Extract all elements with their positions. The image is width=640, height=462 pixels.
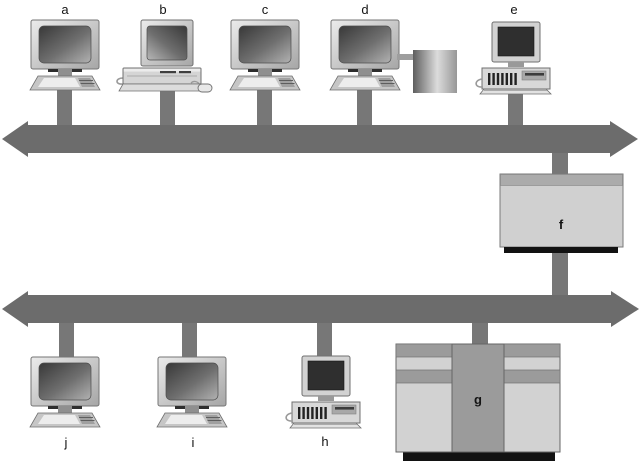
node-label-b: b	[159, 2, 166, 17]
personal-computer-e-icon	[475, 21, 552, 95]
workstation-a-icon	[29, 19, 101, 91]
drop-line-f-top	[552, 150, 568, 176]
mainframe-right-band-1	[503, 343, 561, 358]
disk-drive-icon	[413, 50, 457, 93]
mainframe-left-band-2	[395, 369, 453, 384]
drop-line-f-bottom	[552, 247, 568, 297]
bottom-bus	[2, 291, 639, 327]
drop-line-e	[508, 88, 523, 128]
drop-line-j	[59, 318, 74, 358]
node-label-d: d	[361, 2, 368, 17]
mainframe-center-column	[451, 343, 505, 453]
node-label-g: g	[474, 392, 482, 407]
bridge-top-strip	[500, 174, 623, 186]
node-label-i: i	[192, 435, 195, 450]
desktop-computer-b-icon	[116, 19, 213, 93]
workstation-c-icon	[229, 19, 301, 91]
mainframe-left-panel	[395, 343, 453, 453]
bridge-body	[499, 173, 624, 248]
mainframe-g-icon	[395, 343, 561, 461]
bottom-bus-band	[26, 295, 613, 323]
bridge-f-icon	[499, 173, 624, 253]
drop-line-d	[357, 85, 372, 127]
workstation-i-icon	[156, 356, 228, 428]
bridge-base-shadow	[504, 247, 618, 253]
mainframe-base-shadow	[403, 452, 555, 461]
drop-line-g	[472, 318, 488, 346]
drop-line-c	[257, 85, 272, 127]
drop-line-b	[160, 85, 175, 127]
node-label-a: a	[61, 2, 69, 17]
node-label-f: f	[559, 217, 564, 232]
drop-line-h	[317, 318, 332, 358]
mainframe-right-band-2	[503, 369, 561, 384]
node-label-j: j	[64, 435, 68, 450]
workstation-j-icon	[29, 356, 101, 428]
workstation-d-icon	[329, 19, 401, 91]
mainframe-right-panel	[503, 343, 561, 453]
top-bus-left-arrow	[2, 121, 28, 157]
top-bus-band	[26, 125, 612, 153]
bottom-bus-left-arrow	[2, 291, 28, 327]
node-label-e: e	[510, 2, 517, 17]
personal-computer-h-icon	[285, 355, 362, 429]
node-label-c: c	[262, 2, 269, 17]
bottom-bus-right-arrow	[611, 291, 639, 327]
top-bus	[2, 121, 638, 157]
drop-line-a	[57, 85, 72, 127]
top-bus-right-arrow	[610, 121, 638, 157]
node-label-h: h	[321, 434, 328, 449]
drop-lines	[57, 85, 568, 358]
disk-connector	[397, 54, 415, 60]
drop-line-i	[182, 318, 197, 358]
mainframe-left-band-1	[395, 343, 453, 358]
